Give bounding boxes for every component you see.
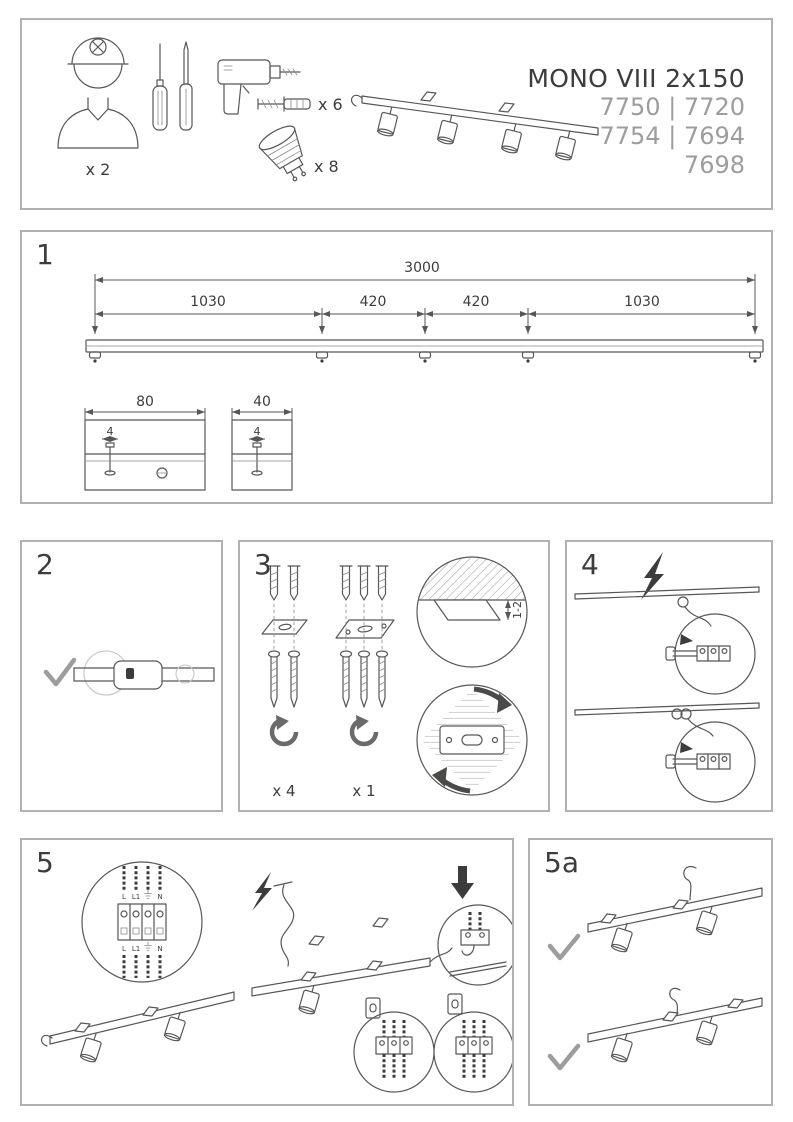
push-down-arrow bbox=[451, 866, 474, 899]
mount-detail-40: 40 4 bbox=[231, 394, 293, 491]
track-bar bbox=[85, 339, 764, 363]
dimension-drawing: 3000 1030 420 420 1030 80 bbox=[84, 260, 764, 491]
loose-clip bbox=[308, 935, 325, 946]
wiring-detail-left bbox=[375, 1020, 413, 1080]
installer-icon bbox=[57, 37, 139, 149]
wiring-detail-right bbox=[455, 1020, 493, 1080]
step-5-panel: 5 L L1 N L L1 bbox=[20, 838, 514, 1106]
clip-on-track-drawing bbox=[43, 650, 215, 696]
screwdrivers-icon bbox=[152, 41, 193, 131]
parts-overview-panel: x 2 x 6 bbox=[20, 18, 773, 210]
terminal-label-n: N bbox=[157, 945, 162, 953]
loose-clip bbox=[372, 917, 389, 928]
check-icon bbox=[43, 657, 77, 687]
parts-illustration: x 2 x 6 bbox=[57, 37, 599, 182]
detail-offset: 4 bbox=[107, 425, 114, 438]
step-3-panel: 3 x 4 bbox=[238, 540, 550, 812]
fixture-track-left bbox=[40, 991, 235, 1064]
hook-connection-detail bbox=[449, 912, 507, 977]
earth-symbol-icon bbox=[144, 889, 152, 899]
screw-rotate-icon bbox=[352, 715, 376, 744]
detail-width: 40 bbox=[253, 394, 271, 410]
terminal-label-l1: L1 bbox=[132, 945, 140, 953]
detail-offset: 4 bbox=[254, 425, 261, 438]
step-number: 1 bbox=[36, 238, 54, 271]
dim-segment-4: 1030 bbox=[624, 294, 660, 310]
check-icon bbox=[547, 1043, 581, 1071]
wiring-suspension-drawing bbox=[574, 552, 760, 803]
fixture-assembled-top bbox=[587, 866, 763, 954]
drill-icon bbox=[217, 59, 301, 115]
detail-width: 80 bbox=[136, 394, 154, 410]
suspension-wire-top bbox=[574, 586, 760, 627]
suspension-wire-bottom bbox=[574, 702, 760, 737]
dim-segment-1: 1030 bbox=[190, 294, 226, 310]
step-1-panel: 1 3000 1030 420 420 1030 80 bbox=[20, 230, 773, 504]
screw-rotate-icon bbox=[272, 715, 296, 744]
mounting-clip bbox=[113, 660, 163, 690]
bulb-qty: x 8 bbox=[314, 157, 339, 176]
earth-symbol-icon bbox=[144, 941, 152, 951]
step-number: 5 bbox=[36, 846, 54, 879]
dim-segment-2: 420 bbox=[360, 294, 387, 310]
dim-total-length: 3000 bbox=[404, 260, 440, 276]
supply-wire bbox=[273, 881, 295, 967]
product-title-block: MONO VIII 2x150 7750 | 7720 7754 | 7694 … bbox=[527, 64, 745, 180]
fixture-product-image bbox=[350, 91, 599, 162]
terminal-block-circle bbox=[81, 861, 203, 983]
wall-plug-qty: x 6 bbox=[318, 95, 343, 114]
model-numbers-line3: 7698 bbox=[683, 151, 745, 179]
rotate-direction-arrows bbox=[432, 686, 512, 794]
terminal-connection-top bbox=[665, 634, 731, 662]
dim-segment-3: 420 bbox=[463, 294, 490, 310]
model-numbers-line1: 7750 | 7720 bbox=[599, 93, 746, 121]
step-2-panel: 2 bbox=[20, 540, 223, 812]
wall-plug-count: x 4 bbox=[272, 782, 295, 800]
clip-ghost-circle bbox=[175, 664, 195, 684]
terminal-label-l1: L1 bbox=[132, 893, 140, 901]
installer-qty: x 2 bbox=[86, 160, 111, 179]
step-number: 3 bbox=[254, 548, 272, 581]
step-5a-panel: 5a bbox=[528, 838, 773, 1106]
anchor-mounting-drawing: x 4 x 1 1-2 bbox=[261, 556, 528, 800]
terminal-connection-bottom bbox=[665, 742, 731, 770]
terminal-label-n: N bbox=[157, 893, 162, 901]
wall-plug-icon bbox=[257, 96, 311, 112]
plate-fixing-set bbox=[335, 565, 395, 708]
step-number: 4 bbox=[581, 548, 599, 581]
bracket-count: x 1 bbox=[352, 782, 375, 800]
step-number: 5a bbox=[544, 846, 579, 879]
electrical-connection-drawing: L L1 N L L1 N bbox=[40, 861, 512, 1093]
step-number: 2 bbox=[36, 548, 54, 581]
electricity-warning-icon bbox=[252, 872, 272, 911]
clip-fixing-set bbox=[261, 565, 308, 708]
ceiling-plate-small bbox=[447, 993, 463, 1015]
final-assembly-drawing bbox=[547, 866, 763, 1071]
terminal-label-l: L bbox=[122, 893, 126, 901]
supply-wires bbox=[122, 866, 162, 978]
wiring-detail-circle-right bbox=[433, 1011, 512, 1093]
electricity-warning-icon bbox=[641, 552, 664, 600]
gu10-bulb-icon bbox=[258, 125, 306, 182]
terminal-label-l: L bbox=[122, 945, 126, 953]
step-4-panel: 4 bbox=[565, 540, 773, 812]
product-title: MONO VIII 2x150 bbox=[527, 64, 745, 93]
terminal-block-detail: L L1 N L L1 N bbox=[117, 866, 167, 978]
fixture-track-mid bbox=[251, 947, 453, 1016]
model-numbers-line2: 7754 | 7694 bbox=[599, 122, 746, 150]
mount-detail-80: 80 4 bbox=[84, 394, 206, 491]
hook-detail-circle bbox=[437, 904, 512, 986]
check-icon bbox=[547, 933, 581, 961]
ceiling-gap-dim: 1-2 bbox=[511, 601, 524, 619]
fixture-assembled-bottom bbox=[587, 987, 763, 1064]
